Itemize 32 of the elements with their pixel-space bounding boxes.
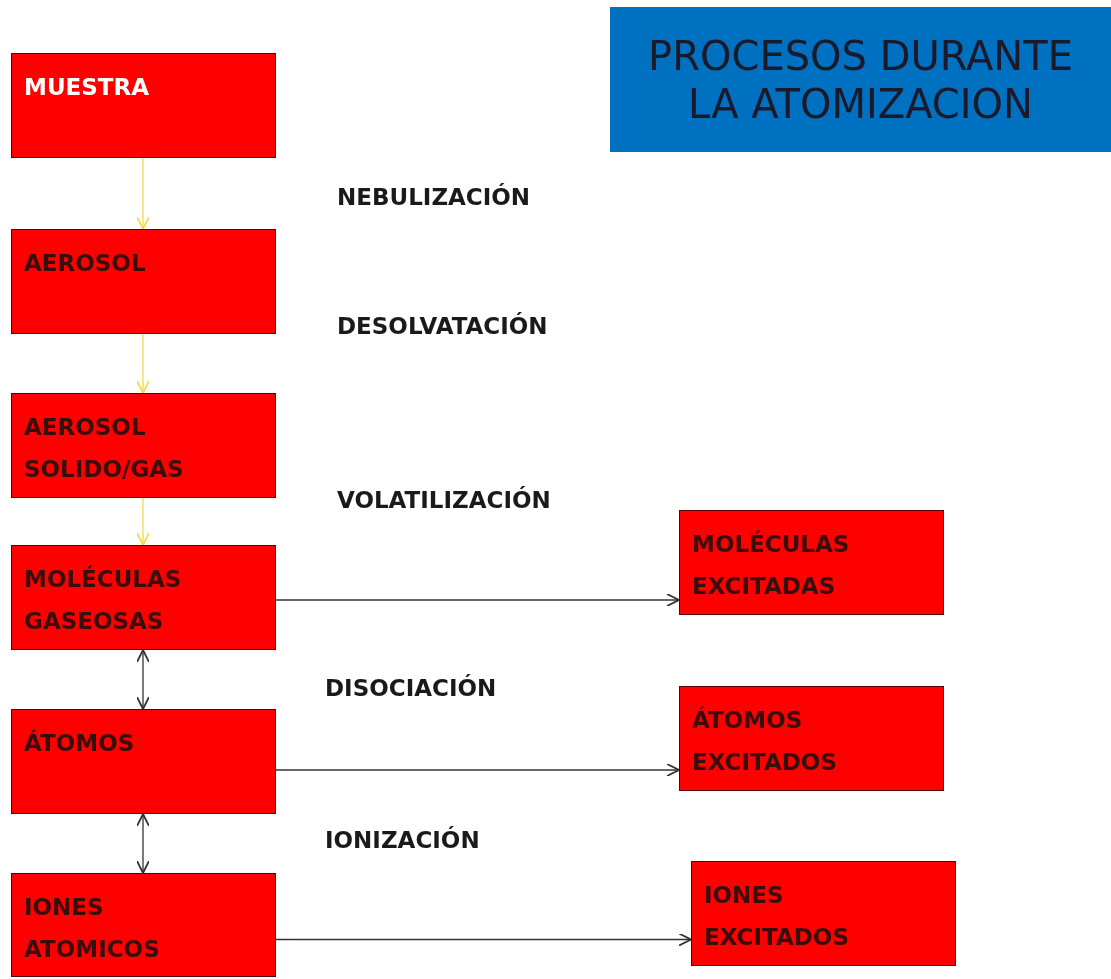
box-label: ÁTOMOS [24, 728, 136, 758]
process-box [11, 229, 276, 334]
process-box [679, 686, 944, 791]
arrow [275, 932, 692, 947]
process-box [11, 873, 276, 977]
process-box [11, 545, 276, 650]
arrow [136, 333, 150, 394]
process-box [11, 53, 276, 158]
step-label: DESOLVATACIÓN [337, 313, 548, 339]
arrow [275, 593, 680, 607]
box-label: MOLÉCULAS GASEOSAS [24, 564, 183, 636]
process-box [11, 709, 276, 814]
box-label: MOLÉCULAS EXCITADAS [692, 529, 851, 601]
arrow [136, 497, 150, 546]
box-label: AEROSOL SOLIDO/GAS [24, 413, 185, 484]
box-label: IONES EXCITADOS [704, 881, 850, 952]
process-box [11, 393, 276, 498]
arrow [136, 813, 150, 874]
step-label: VOLATILIZACIÓN [337, 487, 551, 513]
arrow [275, 763, 680, 777]
process-box [691, 861, 956, 966]
title-banner: PROCESOS DURANTE LA ATOMIZACION [610, 7, 1111, 152]
box-label: AEROSOL [24, 249, 147, 278]
arrow [136, 157, 150, 230]
step-label: DISOCIACIÓN [325, 675, 497, 701]
arrow [136, 649, 150, 710]
step-label: IONIZACIÓN [325, 827, 480, 853]
box-label: IONES ATOMICOS [24, 893, 161, 964]
step-label: NEBULIZACIÓN [337, 184, 531, 210]
box-label: ÁTOMOS EXCITADOS [692, 705, 838, 777]
box-label: MUESTRA [24, 73, 151, 102]
process-box [679, 510, 944, 615]
